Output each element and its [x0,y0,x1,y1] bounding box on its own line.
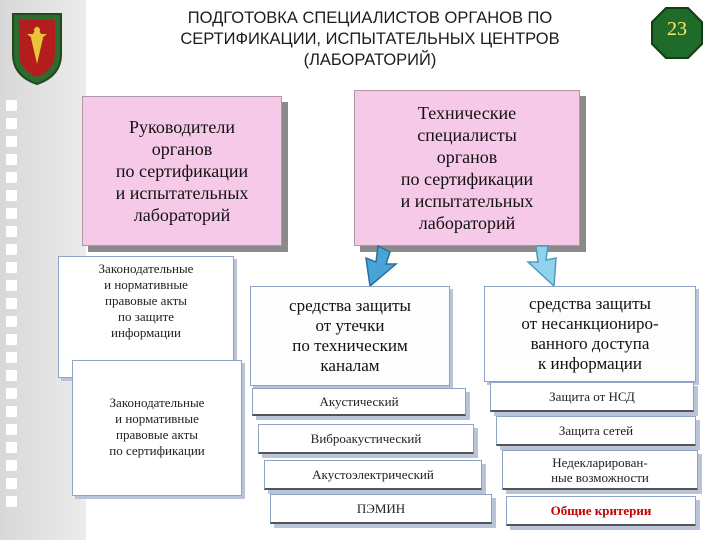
legal-line: по сертификации [109,443,205,458]
nsd-heading-line: от несанкциониро- [521,314,659,333]
tech-line: и испытательных [400,191,534,211]
legal-line: по защите [117,309,175,324]
item-vibroacoustic: Виброакустический [258,424,474,454]
heads-line: органов [151,139,213,159]
legal-line: и нормативные [104,277,188,292]
decor-squares [6,100,20,514]
undeclared-line: ные возможности [551,469,649,485]
undeclared-line: Недекларирован- [552,454,648,470]
tech-line: по сертификации [400,169,534,189]
arrow-down-right-icon [526,245,557,288]
slide-number-badge: 23 [650,6,704,60]
leakage-heading-line: каналам [320,356,380,375]
technical-specialists-box: Технические специалисты органов по серти… [354,90,580,246]
item-acoustoelectric: Акустоэлектрический [264,460,482,490]
octagon-badge-icon [651,7,703,59]
item-acoustic: Акустический [252,388,466,416]
leakage-heading-line: средства защиты [289,296,411,315]
legal-acts-certification-box: Законодательные и нормативные правовые а… [72,360,242,496]
nsd-protection-heading: средства защиты от несанкциониро- ванног… [484,286,696,382]
item-network-protection: Защита сетей [496,416,696,446]
leakage-heading-line: от утечки [315,316,385,335]
tech-line: Технические [417,103,517,123]
tech-line: специалисты [417,125,517,145]
item-nsd-protection: Защита от НСД [490,382,694,412]
heads-line: и испытательных [115,183,249,203]
title-line-3: (ЛАБОРАТОРИЙ) [303,51,437,69]
heads-line: Руководители [129,117,235,137]
nsd-heading-line: ванного доступа [530,334,650,353]
title-line-1: ПОДГОТОВКА СПЕЦИАЛИСТОВ ОРГАНОВ ПО [187,9,553,27]
page-title: ПОДГОТОВКА СПЕЦИАЛИСТОВ ОРГАНОВ ПО СЕРТИ… [100,8,640,71]
legal-line: информации [111,325,181,340]
legal-line: Законодательные [109,395,205,410]
emblem-icon [12,13,62,86]
slide-number: 23 [667,18,687,40]
nsd-heading-line: средства защиты [529,294,651,313]
tech-line: органов [436,147,498,167]
heads-line: лабораторий [133,205,231,225]
legal-acts-info-protection-box: Законодательные и нормативные правовые а… [58,256,234,378]
leakage-heading-line: по техническим [292,336,408,355]
legal-line: правовые акты [116,427,198,442]
heads-line: по сертификации [115,161,249,181]
title-line-2: СЕРТИФИКАЦИИ, ИСПЫТАТЕЛЬНЫХ ЦЕНТРОВ [180,30,560,48]
tech-line: лабораторий [418,213,516,233]
legal-line: и нормативные [115,411,199,426]
legal-line: Законодательные [98,261,194,276]
item-pemin: ПЭМИН [270,494,492,524]
heads-box: Руководители органов по сертификации и и… [82,96,282,246]
leakage-protection-heading: средства защиты от утечки по техническим… [250,286,450,386]
nsd-heading-line: к информации [538,354,642,373]
legal-line: правовые акты [105,293,187,308]
item-undeclared-capabilities: Недекларирован- ные возможности [502,450,698,490]
arrow-down-left-icon [365,244,399,288]
item-common-criteria: Общие критерии [506,496,696,526]
